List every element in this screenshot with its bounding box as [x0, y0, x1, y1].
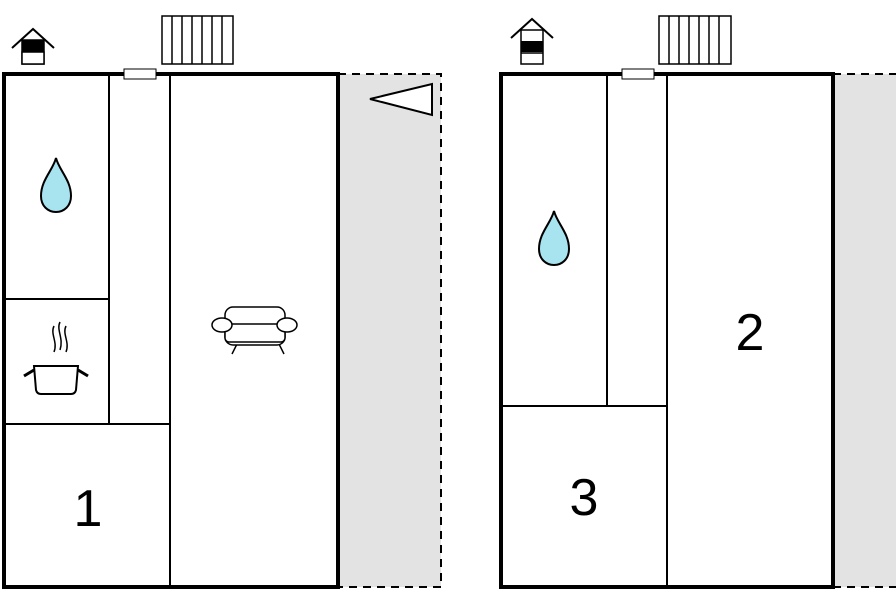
room-number-2: 2: [736, 304, 765, 362]
terrace-area: [338, 73, 442, 588]
floor-2: 2 3: [499, 15, 896, 589]
cooking-pot-icon: [23, 321, 89, 395]
room-number-3: 3: [570, 469, 599, 527]
window-icon: [123, 68, 157, 80]
window-icon: [621, 68, 655, 80]
terrace-triangle-icon: [369, 82, 433, 117]
house-ground-floor-icon: [11, 27, 55, 65]
interior-walls: [501, 74, 668, 587]
radiator-icon: [161, 15, 234, 65]
interior-walls: [4, 74, 171, 587]
sofa-icon: [211, 306, 298, 355]
water-drop-icon: [39, 157, 73, 214]
room-number-1: 1: [74, 480, 103, 538]
floor-1: 1: [2, 15, 442, 589]
radiator-icon: [658, 15, 732, 65]
terrace-area: [833, 73, 896, 588]
water-drop-icon: [537, 210, 571, 267]
house-upper-floor-icon: [510, 17, 554, 65]
